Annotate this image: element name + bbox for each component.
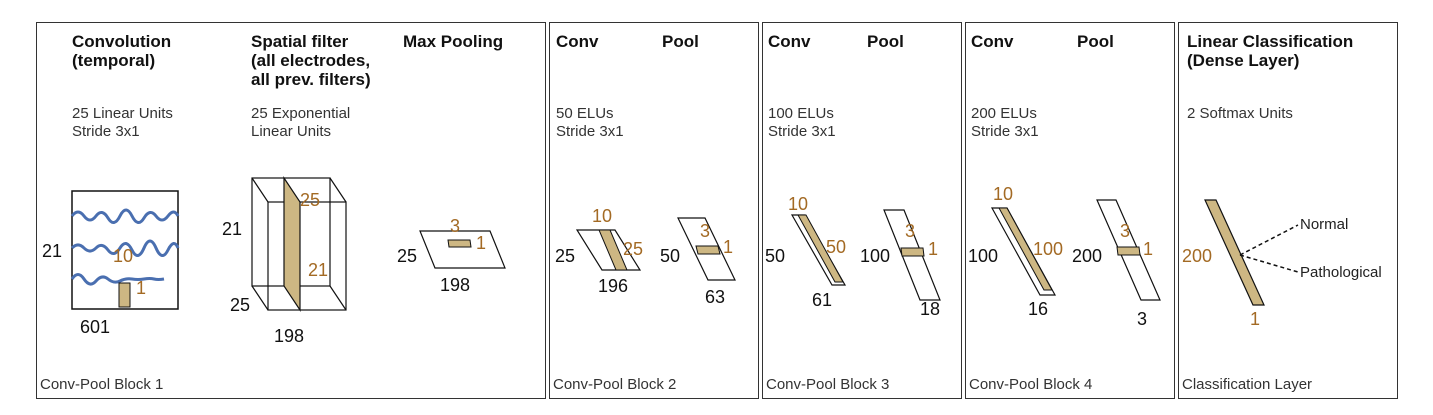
block4-conv-k-label: 10 (993, 184, 1013, 204)
block2-conv-title: Conv (556, 32, 599, 51)
input-height-label: 21 (42, 241, 62, 261)
block4-pool-kw-label: 1 (1143, 239, 1153, 259)
classifier-title: Linear Classification (Dense Layer) (1187, 32, 1354, 70)
spatial-cube (251, 176, 347, 312)
pool1-kernel-w-label: 1 (476, 233, 486, 253)
block4-footer: Conv-Pool Block 4 (969, 376, 1093, 393)
block4-pool-title: Pool (1077, 32, 1114, 51)
conv-temporal-title: Convolution (temporal) (72, 32, 172, 70)
block4-conv-in-label: 100 (968, 246, 998, 266)
pool1-kernel-h-label: 3 (450, 216, 460, 236)
block4-conv-shape (990, 207, 1057, 296)
block2-conv-k-label: 10 (592, 206, 612, 226)
conv-temporal-desc: 25 Linear Units Stride 3x1 (72, 105, 173, 140)
spatial-filter-desc: 25 Exponential Linear Units (251, 105, 351, 140)
block2-pool-kh-label: 3 (700, 221, 710, 241)
block3-pool-out-label: 18 (920, 299, 940, 319)
block1-footer: Conv-Pool Block 1 (40, 376, 164, 393)
panel-classifier (1178, 22, 1398, 399)
filter-depth-label: 25 (300, 190, 320, 210)
block3-pool-kw-label: 1 (928, 239, 938, 259)
block3-desc: 100 ELUs Stride 3x1 (768, 105, 836, 140)
block2-conv-kd-label: 25 (623, 239, 643, 259)
pool1-depth-label: 25 (397, 246, 417, 266)
input-width-label: 601 (80, 317, 110, 337)
block3-pool-title: Pool (867, 32, 904, 51)
block3-conv-kd-label: 50 (826, 237, 846, 257)
classifier-desc: 2 Softmax Units (1187, 105, 1293, 122)
output-pathological-label: Pathological (1300, 264, 1382, 281)
classifier-footer: Classification Layer (1182, 376, 1313, 393)
spatial-filter-title: Spatial filter (all electrodes, all prev… (251, 32, 371, 89)
cube-height-label: 21 (222, 219, 242, 239)
classifier-shape (1204, 199, 1299, 306)
kernel-height-label: 10 (113, 246, 133, 266)
block4-conv-title: Conv (971, 32, 1014, 51)
block4-pool-kh-label: 3 (1120, 221, 1130, 241)
block3-conv-shape (790, 214, 847, 286)
classifier-k-label: 1 (1250, 309, 1260, 329)
pool1-width-label: 198 (440, 275, 470, 295)
classifier-in-label: 200 (1182, 246, 1212, 266)
cube-depth-label: 25 (230, 295, 250, 315)
block3-pool-shape (883, 209, 941, 301)
block3-pool-kh-label: 3 (905, 221, 915, 241)
block4-conv-kd-label: 100 (1033, 239, 1063, 259)
eeg-input (70, 190, 180, 310)
panel-block2 (549, 22, 759, 399)
output-normal-label: Normal (1300, 216, 1348, 233)
block2-pool-in-label: 50 (660, 246, 680, 266)
panel-block4 (965, 22, 1175, 399)
block2-conv-w-label: 196 (598, 276, 628, 296)
block2-conv-in-label: 25 (555, 246, 575, 266)
kernel-width-label: 1 (136, 278, 146, 298)
filter-height-label: 21 (308, 260, 328, 280)
pool1-plane (419, 230, 506, 269)
block4-pool-in-label: 200 (1072, 246, 1102, 266)
block2-pool-shape (677, 217, 736, 281)
block4-desc: 200 ELUs Stride 3x1 (971, 105, 1039, 140)
panel-block1 (36, 22, 546, 399)
cube-width-label: 198 (274, 326, 304, 346)
panel-block3 (762, 22, 962, 399)
block2-conv-shape (575, 229, 642, 271)
block2-pool-out-label: 63 (705, 287, 725, 307)
block2-pool-kw-label: 1 (723, 237, 733, 257)
block2-desc: 50 ELUs Stride 3x1 (556, 105, 624, 140)
block4-pool-shape (1096, 199, 1161, 301)
block4-conv-w-label: 16 (1028, 299, 1048, 319)
block3-conv-title: Conv (768, 32, 811, 51)
block3-conv-w-label: 61 (812, 290, 832, 310)
block2-pool-title: Pool (662, 32, 699, 51)
block3-footer: Conv-Pool Block 3 (766, 376, 890, 393)
block4-pool-out-label: 3 (1137, 309, 1147, 329)
block3-conv-in-label: 50 (765, 246, 785, 266)
block3-conv-k-label: 10 (788, 194, 808, 214)
block3-pool-in-label: 100 (860, 246, 890, 266)
block2-footer: Conv-Pool Block 2 (553, 376, 677, 393)
max-pooling-title: Max Pooling (403, 32, 504, 51)
